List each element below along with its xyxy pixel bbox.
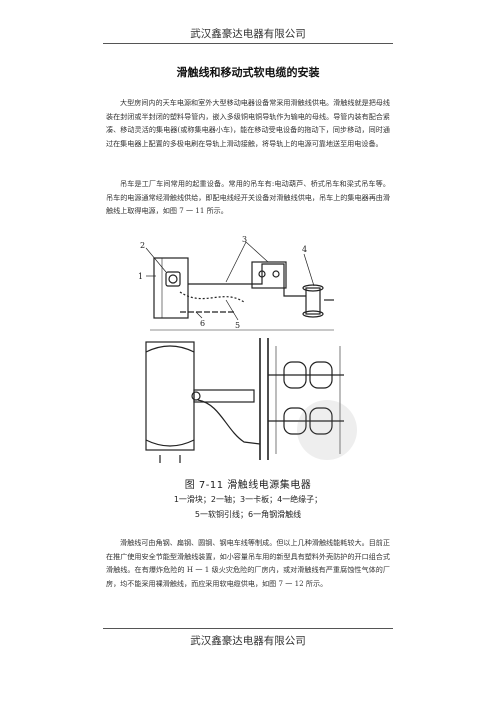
header-divider: [103, 43, 393, 44]
part-label-2: 2: [140, 241, 145, 250]
footer-divider: [103, 628, 393, 629]
shaft-plate: [165, 271, 181, 287]
part-label-6: 6: [200, 319, 205, 328]
paragraph-crane: 吊车是工厂车间常用的起重设备。常用的吊车有:电动葫芦、桥式吊车和梁式吊车等。吊车…: [106, 179, 390, 215]
figure-caption-title: 图 7-11 滑触线电源集电器: [184, 480, 312, 491]
clamp-bracket: [251, 261, 287, 289]
figure-legend-line-2: 5一软铜引线；6一角钢滑触线: [194, 510, 302, 519]
shaft-side: [191, 391, 201, 401]
part-label-1: 1: [138, 272, 143, 281]
page-header: 武汉鑫豪达电器有限公司: [0, 0, 496, 46]
paragraph-trolley-types: 滑触线可由角钢、扁钢、圆钢、钢电车线等制成。但以上几种滑触线能耗较大。目前正在推…: [106, 538, 390, 588]
paragraph-intro: 大型房间内的天车电源和室外大型移动电器设备常采用滑触线供电。滑触线就是把母线装在…: [106, 98, 390, 148]
shaft-hole: [168, 274, 178, 284]
footer-company-name: 武汉鑫豪达电器有限公司: [190, 635, 306, 647]
copper-lead-side: [197, 399, 261, 445]
collector-drawing: 1 2 3 4 5 6: [138, 235, 344, 463]
part-label-3: 3: [242, 235, 247, 244]
header-company-name: 武汉鑫豪达电器有限公司: [190, 28, 306, 40]
clamp-plate-top: [188, 263, 306, 297]
slider-block-side: [145, 341, 195, 451]
insulator-top: [305, 287, 321, 315]
part-label-5: 5: [235, 321, 240, 330]
collector-diagram: 1 2 3 4 5 6: [134, 234, 362, 464]
watermark-graphic: [297, 400, 357, 460]
slider-block-top: [153, 257, 189, 319]
page-footer: 武汉鑫豪达电器有限公司: [0, 626, 496, 666]
figure-legend-line-1: 1一滑块；2一轴；3一卡板；4一绝缘子；: [173, 495, 323, 504]
part-label-4: 4: [302, 245, 307, 254]
copper-lead-top: [179, 291, 245, 303]
document-title: 滑触线和移动式软电缆的安装: [176, 66, 320, 79]
